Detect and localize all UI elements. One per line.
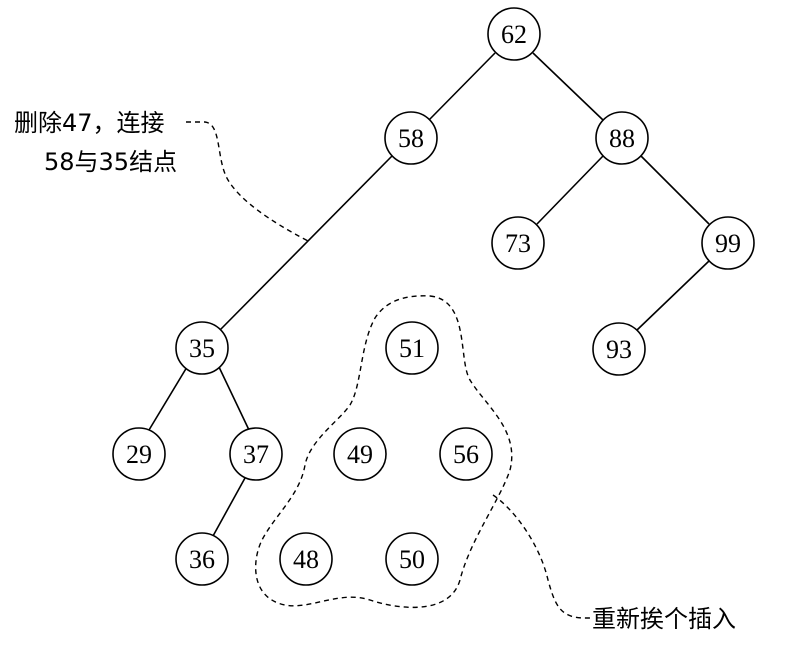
edge-88-99 [640,155,710,225]
node-62-circle [487,7,541,61]
node-37-label: 37 [243,440,269,469]
node-50-label: 50 [399,545,425,574]
reinsert-annotation: 重新挨个插入 [592,605,736,633]
node-73-circle [491,216,545,270]
node-29: 29 [112,427,166,481]
edge-88-73 [536,155,604,225]
node-56-circle [439,427,493,481]
node-93-circle [592,322,646,376]
edge-58-35 [219,155,393,331]
node-56: 56 [439,427,493,481]
node-58-label: 58 [398,124,424,153]
node-36-label: 36 [189,545,215,574]
edge-62-58 [428,52,496,121]
node-51-label: 51 [399,334,425,363]
node-73-label: 73 [505,229,531,258]
node-37: 37 [229,427,283,481]
node-49-label: 49 [347,440,373,469]
node-35-circle [175,321,229,375]
node-50-circle [385,532,439,586]
node-35: 35 [175,321,229,375]
reinsert-region-outline [254,295,513,608]
node-58-circle [384,111,438,165]
node-49-circle [333,427,387,481]
edge-99-93 [636,260,710,331]
edge-37-36 [212,477,246,537]
node-99: 99 [701,216,755,270]
node-93: 93 [592,322,646,376]
node-99-label: 99 [715,229,741,258]
node-62: 62 [487,7,541,61]
node-35-label: 35 [189,334,215,363]
node-88-circle [595,111,649,165]
node-48: 48 [279,532,333,586]
node-29-circle [112,427,166,481]
delete-annotation-line1: 删除47，连接 [14,109,165,137]
node-29-label: 29 [126,440,152,469]
edge-62-88 [532,52,604,121]
edge-35-37 [218,366,250,431]
node-50: 50 [385,532,439,586]
node-56-label: 56 [453,440,479,469]
node-36-circle [175,532,229,586]
node-62-label: 62 [501,20,527,49]
node-51: 51 [385,321,439,375]
tree-edges [148,52,710,537]
delete-annotation-line2: 58与35结点 [44,148,177,176]
node-88-label: 88 [609,124,635,153]
node-49: 49 [333,427,387,481]
node-99-circle [701,216,755,270]
node-37-circle [229,427,283,481]
node-58: 58 [384,111,438,165]
reinsert-leader-line [492,494,592,619]
delete-leader-line [186,121,309,242]
node-51-circle [385,321,439,375]
node-73: 73 [491,216,545,270]
node-36: 36 [175,532,229,586]
node-93-label: 93 [606,335,632,364]
node-48-label: 48 [293,545,319,574]
edge-35-29 [148,366,188,431]
node-48-circle [279,532,333,586]
node-88: 88 [595,111,649,165]
